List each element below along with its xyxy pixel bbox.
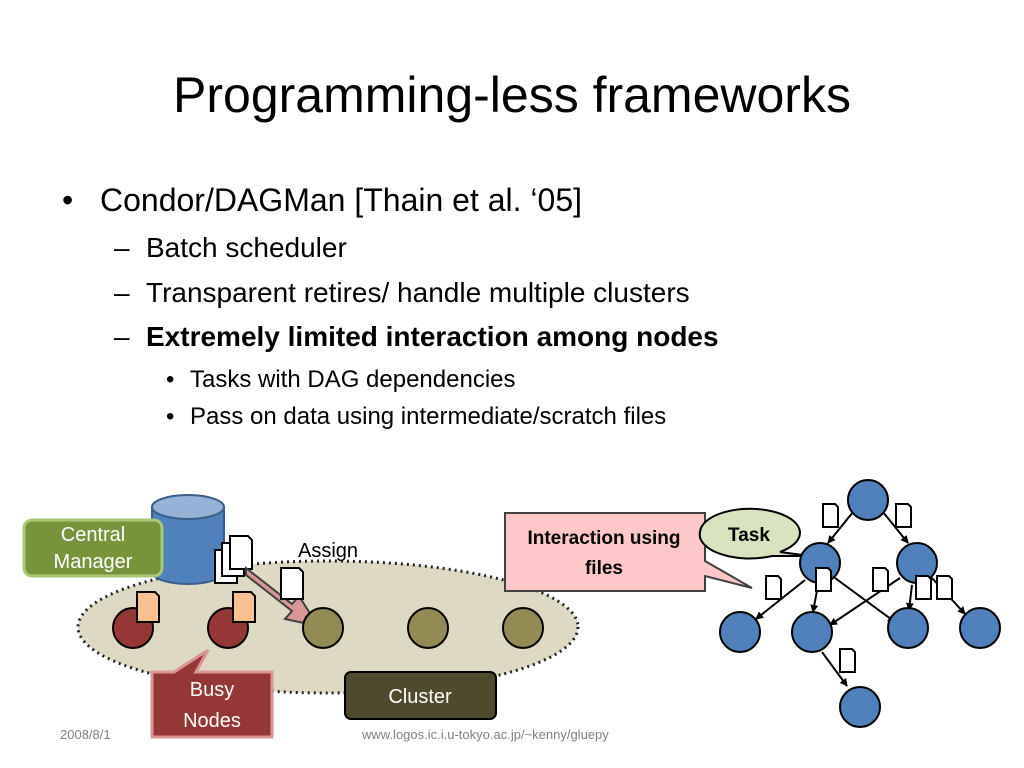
idle-node xyxy=(407,607,449,649)
idle-node xyxy=(302,607,344,649)
dag-node xyxy=(887,607,929,649)
database-icon xyxy=(151,494,225,585)
bullet-text: Batch scheduler xyxy=(146,232,347,263)
file-icon xyxy=(839,648,856,673)
task-bubble: Task xyxy=(698,507,811,560)
file-icon xyxy=(936,575,953,600)
busy-nodes-label-2: Nodes xyxy=(183,710,241,732)
bullet-text-bold: Extremely limited interaction among node… xyxy=(146,321,719,352)
dag-node xyxy=(847,479,889,521)
dag-node xyxy=(791,611,833,653)
cluster-box: Cluster xyxy=(344,671,497,720)
dag-node xyxy=(959,607,1001,649)
footer-date: 2008/8/1 xyxy=(60,727,111,742)
file-icon xyxy=(280,567,304,600)
bullet-text: Pass on data using intermediate/scratch … xyxy=(190,403,667,430)
file-icon xyxy=(915,575,932,600)
bullet-dot: • xyxy=(166,366,175,393)
bullet-text: Condor/DAGMan [Thain et al. ‘05] xyxy=(100,182,583,218)
central-manager-box: Central Manager xyxy=(22,518,164,578)
dag-node xyxy=(719,611,761,653)
file-icon xyxy=(872,567,889,592)
bullet-dot: • xyxy=(62,182,74,218)
busy-nodes-label-1: Busy xyxy=(190,679,234,701)
file-icon xyxy=(822,503,839,528)
bullet-dash: – xyxy=(114,232,130,263)
cluster-label: Cluster xyxy=(388,686,452,708)
task-file-icon xyxy=(232,591,256,623)
file-icon xyxy=(895,503,912,528)
bullet-dash: – xyxy=(114,321,130,352)
busy-nodes-callout: Busy Nodes xyxy=(150,648,274,739)
task-label: Task xyxy=(728,525,770,546)
dag-node xyxy=(839,686,881,728)
slide-title: Programming-less frameworks xyxy=(173,67,851,123)
bullet-text: Tasks with DAG dependencies xyxy=(190,366,516,393)
assign-label: Assign xyxy=(298,540,358,562)
bullet-list: • Condor/DAGMan [Thain et al. ‘05] – Bat… xyxy=(62,182,719,430)
central-manager-label-1: Central xyxy=(61,524,125,546)
bullet-text: Transparent retires/ handle multiple clu… xyxy=(146,277,690,308)
file-icon xyxy=(815,567,832,592)
bullet-dot: • xyxy=(166,403,175,430)
bullet-dash: – xyxy=(114,277,130,308)
interaction-label-2: files xyxy=(585,558,623,579)
footer-url: www.logos.ic.i.u-tokyo.ac.jp/~kenny/glue… xyxy=(362,727,609,742)
files-icon xyxy=(214,535,253,584)
file-icon xyxy=(765,575,782,600)
central-manager-label-2: Manager xyxy=(54,551,133,573)
task-file-icon xyxy=(136,591,160,623)
dag-edges xyxy=(755,511,966,687)
interaction-label-1: Interaction using xyxy=(527,528,680,549)
idle-node xyxy=(502,607,544,649)
